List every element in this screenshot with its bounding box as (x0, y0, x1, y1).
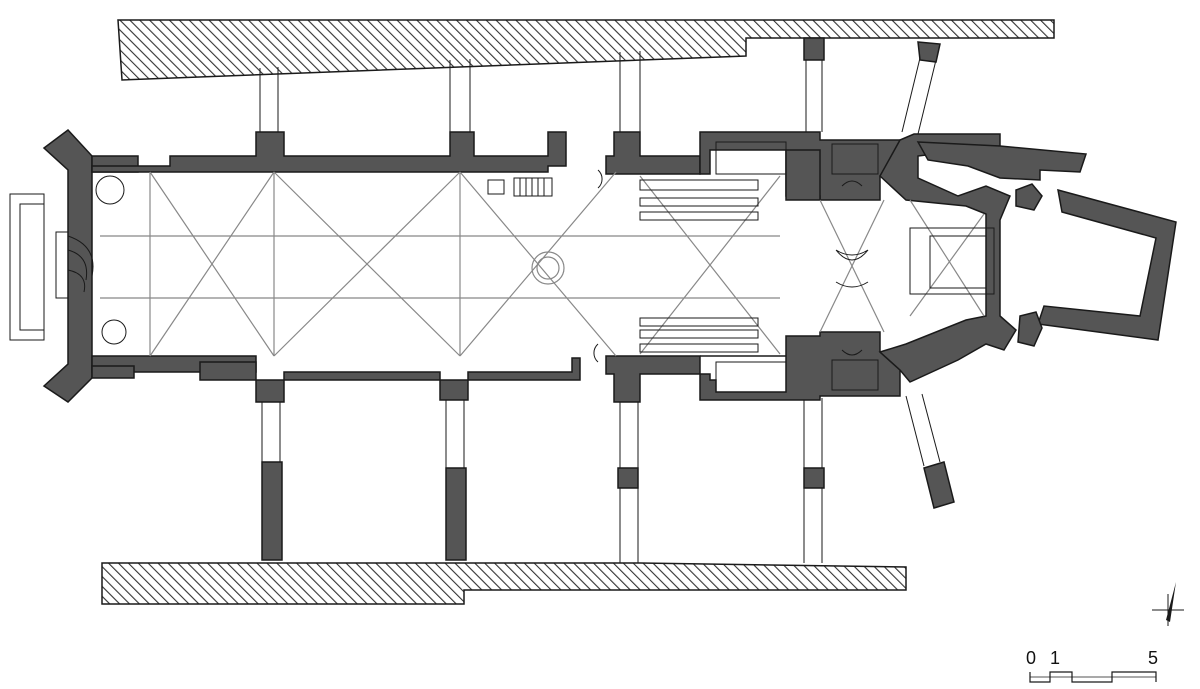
north-retaining-wall (117, 19, 1055, 81)
piers (261, 37, 955, 561)
pews (639, 179, 759, 353)
west-portal (9, 193, 94, 341)
north-arrow-icon (1152, 582, 1184, 626)
buttress-beams (259, 51, 941, 563)
scale-bar: 0 1 5 (1026, 648, 1158, 683)
walls (42, 128, 1177, 403)
fixtures (95, 141, 995, 393)
scale-label-0: 0 (1026, 648, 1036, 668)
terrain-walls (101, 19, 1055, 605)
south-retaining-wall (101, 562, 907, 605)
scale-label-1: 1 (1050, 648, 1060, 668)
scale-label-5: 5 (1148, 648, 1158, 668)
sacristy-wall (916, 141, 1088, 181)
